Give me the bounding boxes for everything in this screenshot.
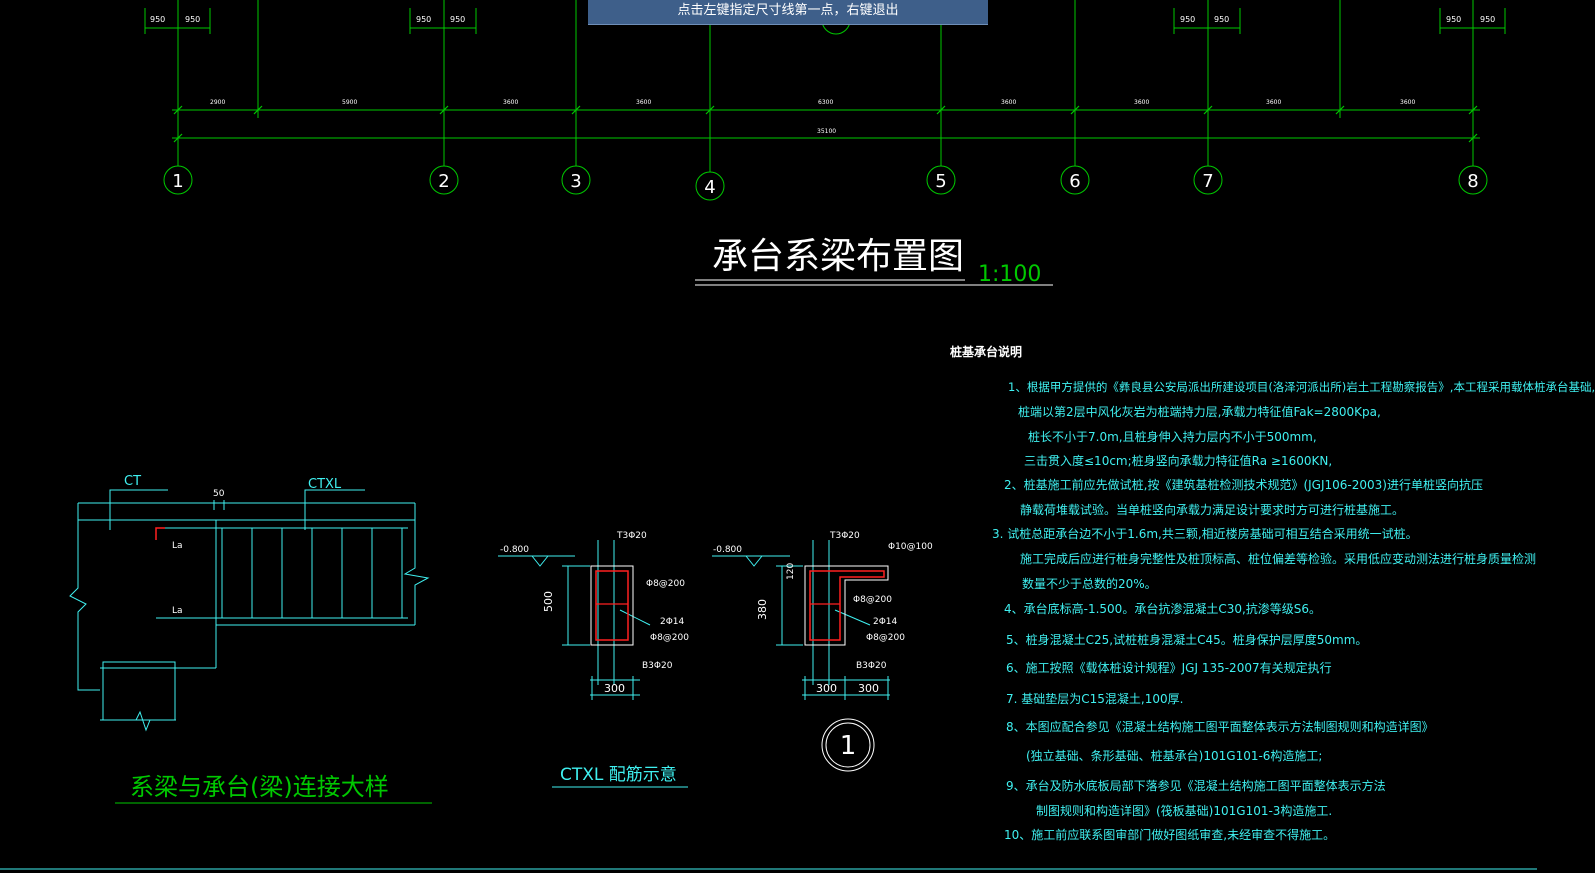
section-b-texts: -0.800 T3Φ20 Φ10@100 120 Φ8@200 2Φ14 Φ8@… xyxy=(713,531,933,695)
section-a-width: 300 xyxy=(604,682,625,695)
section-b-extra: Φ10@100 xyxy=(888,542,933,552)
dim-seg-4: 3600 xyxy=(636,99,651,106)
section-a-height: 500 xyxy=(542,591,555,612)
section-b-stirrup xyxy=(809,570,885,641)
section-b-height: 380 xyxy=(756,599,769,620)
dim-seg-5: 6300 xyxy=(818,99,833,106)
cad-drawing-canvas[interactable]: 950 950 950 950 950 950 950 950 2900 590… xyxy=(0,0,1537,873)
section-mark: 1 xyxy=(821,718,875,772)
joint-detail-title: 系梁与承台(梁)连接大样 xyxy=(130,773,389,801)
note-line: 7. 基础垫层为C15混凝土,100厚. xyxy=(1006,692,1184,706)
axis-label-1: 1 xyxy=(172,171,183,192)
dim-950-4b: 950 xyxy=(1480,15,1495,24)
section-a-top-bar: T3Φ20 xyxy=(616,531,647,541)
section-a-stirrup xyxy=(595,570,629,641)
section-a-stirrup2: Φ8@200 xyxy=(650,633,689,643)
dim-seg-7: 3600 xyxy=(1134,99,1149,106)
axis-label-4: 4 xyxy=(704,177,715,198)
label-la-top: La xyxy=(172,541,183,551)
plan-title-block: 承台系梁布置图 1:100 xyxy=(695,236,1053,287)
note-line: 桩端以第2层中风化灰岩为桩端持力层,承载力特征值Fak=2800Kpa, xyxy=(1018,405,1381,419)
axis-labels: 1 2 3 4 5 6 7 8 xyxy=(172,171,1478,198)
note-line: 5、桩身混凝土C25,试桩桩身混凝土C45。桩身保护层厚度50mm。 xyxy=(1006,633,1368,647)
note-line: 静载荷堆载试验。当单桩竖向承载力满足设计要求时方可进行桩基施工。 xyxy=(1020,503,1405,517)
note-line: 6、施工按照《载体桩设计规程》JGJ 135-2007有关规定执行 xyxy=(1006,661,1332,675)
dim-seg-9: 3600 xyxy=(1400,99,1415,106)
note-line: 施工完成后应进行桩身完整性及桩顶标高、桩位偏差等检验。采用低应变动测法进行桩身质… xyxy=(1020,552,1537,566)
label-50: 50 xyxy=(213,489,225,499)
section-b-elev: -0.800 xyxy=(713,545,742,555)
axis-label-6: 6 xyxy=(1069,171,1080,192)
dim-950-1a: 950 xyxy=(150,15,165,24)
grid-dimension-lines xyxy=(144,0,1506,172)
note-line: 桩长不小于7.0m,且桩身伸入持力层内不小于500mm, xyxy=(1028,430,1317,444)
section-a-bottom-bar: B3Φ20 xyxy=(642,661,673,671)
dim-950-1b: 950 xyxy=(185,15,200,24)
note-line: 10、施工前应联系图审部门做好图纸审查,未经审查不得施工。 xyxy=(1004,828,1336,842)
dim-total: 35100 xyxy=(817,128,836,135)
section-b-stirrup: Φ8@200 xyxy=(853,595,892,605)
section-a-stirrup-text: Φ8@200 xyxy=(646,579,685,589)
section-b-width-2: 300 xyxy=(858,682,879,695)
section-mark-number: 1 xyxy=(840,731,857,761)
section-a-elev: -0.800 xyxy=(500,545,529,555)
note-line: 制图规则和构造详图》(筏板基础)101G101-3构造施工. xyxy=(1036,804,1333,818)
dimension-tick-marks xyxy=(173,105,1478,143)
section-title: CTXL 配筋示意 xyxy=(560,765,677,785)
notes-heading: 桩基承台说明 xyxy=(950,345,1023,359)
plan-title: 承台系梁布置图 xyxy=(712,236,964,277)
section-b-side-bar: 2Φ14 xyxy=(873,617,898,627)
dim-950-4a: 950 xyxy=(1446,15,1461,24)
label-la-bottom: La xyxy=(172,606,183,616)
dim-950-2b: 950 xyxy=(450,15,465,24)
joint-detail-texts: CT CTXL 50 La La 系梁与承台(梁)连接大样 xyxy=(124,474,389,801)
note-line: 三击贯入度≤10cm;桩身竖向承载力特征值Ra ≥1600KN, xyxy=(1024,454,1333,468)
dim-950-3b: 950 xyxy=(1214,15,1229,24)
note-line: (独立基础、条形基础、桩基承台)101G101-6构造施工; xyxy=(1026,749,1323,763)
note-line: 2、桩基施工前应先做试桩,按《建筑基桩检测技术规范》(JGJ106-2003)进… xyxy=(1004,478,1483,492)
joint-detail-red-hook xyxy=(155,527,165,540)
dim-950-3a: 950 xyxy=(1180,15,1195,24)
dimension-texts: 950 950 950 950 950 950 950 950 2900 590… xyxy=(150,15,1495,135)
axis-label-7: 7 xyxy=(1202,171,1213,192)
section-b-beam xyxy=(804,565,889,646)
dim-seg-1: 2900 xyxy=(210,99,225,106)
section-b-top-bar: T3Φ20 xyxy=(829,531,860,541)
dim-seg-8: 3600 xyxy=(1266,99,1281,106)
joint-detail xyxy=(69,489,430,732)
label-ctxl: CTXL xyxy=(308,477,342,492)
dim-seg-6: 3600 xyxy=(1001,99,1016,106)
axis-label-2: 2 xyxy=(438,171,449,192)
note-line: 8、本图应配合参见《混凝土结构施工图平面整体表示方法制图规则和构造详图》 xyxy=(1006,720,1434,734)
section-a-beam xyxy=(590,565,634,646)
axis-label-5: 5 xyxy=(935,171,946,192)
dim-seg-2: 5900 xyxy=(342,99,357,106)
section-b xyxy=(712,540,890,700)
dim-950-2a: 950 xyxy=(416,15,431,24)
section-b-bottom-bar: B3Φ20 xyxy=(856,661,887,671)
section-b-stirrup2: Φ8@200 xyxy=(866,633,905,643)
note-line: 4、承台底标高-1.500。承台抗渗混凝土C30,抗渗等级S6。 xyxy=(1004,602,1322,616)
note-line: 3. 试桩总距承台边不小于1.6m,共三颗,相近楼房基础可相互结合采用统一试桩。 xyxy=(992,527,1418,541)
plan-scale: 1:100 xyxy=(978,262,1041,287)
axis-label-8: 8 xyxy=(1467,171,1478,192)
axis-label-3: 3 xyxy=(570,171,581,192)
section-b-h-small: 120 xyxy=(786,563,796,580)
section-b-width-1: 300 xyxy=(816,682,837,695)
label-ct: CT xyxy=(124,474,141,489)
note-line: 9、承台及防水底板局部下落参见《混凝土结构施工图平面整体表示方法 xyxy=(1006,779,1386,793)
command-prompt-tooltip: 点击左键指定尺寸线第一点，右键退出 xyxy=(588,0,988,25)
section-a-side-bar: 2Φ14 xyxy=(660,617,685,627)
note-line: 数量不少于总数的20%。 xyxy=(1022,577,1157,591)
section-a-texts: -0.800 T3Φ20 Φ8@200 2Φ14 Φ8@200 B3Φ20 50… xyxy=(500,531,689,695)
note-line: 1、根据甲方提供的《彝良县公安局派出所建设项目(洛泽河派出所)岩土工程勘察报告》… xyxy=(1008,380,1595,394)
section-a xyxy=(498,540,651,700)
dim-seg-3: 3600 xyxy=(503,99,518,106)
